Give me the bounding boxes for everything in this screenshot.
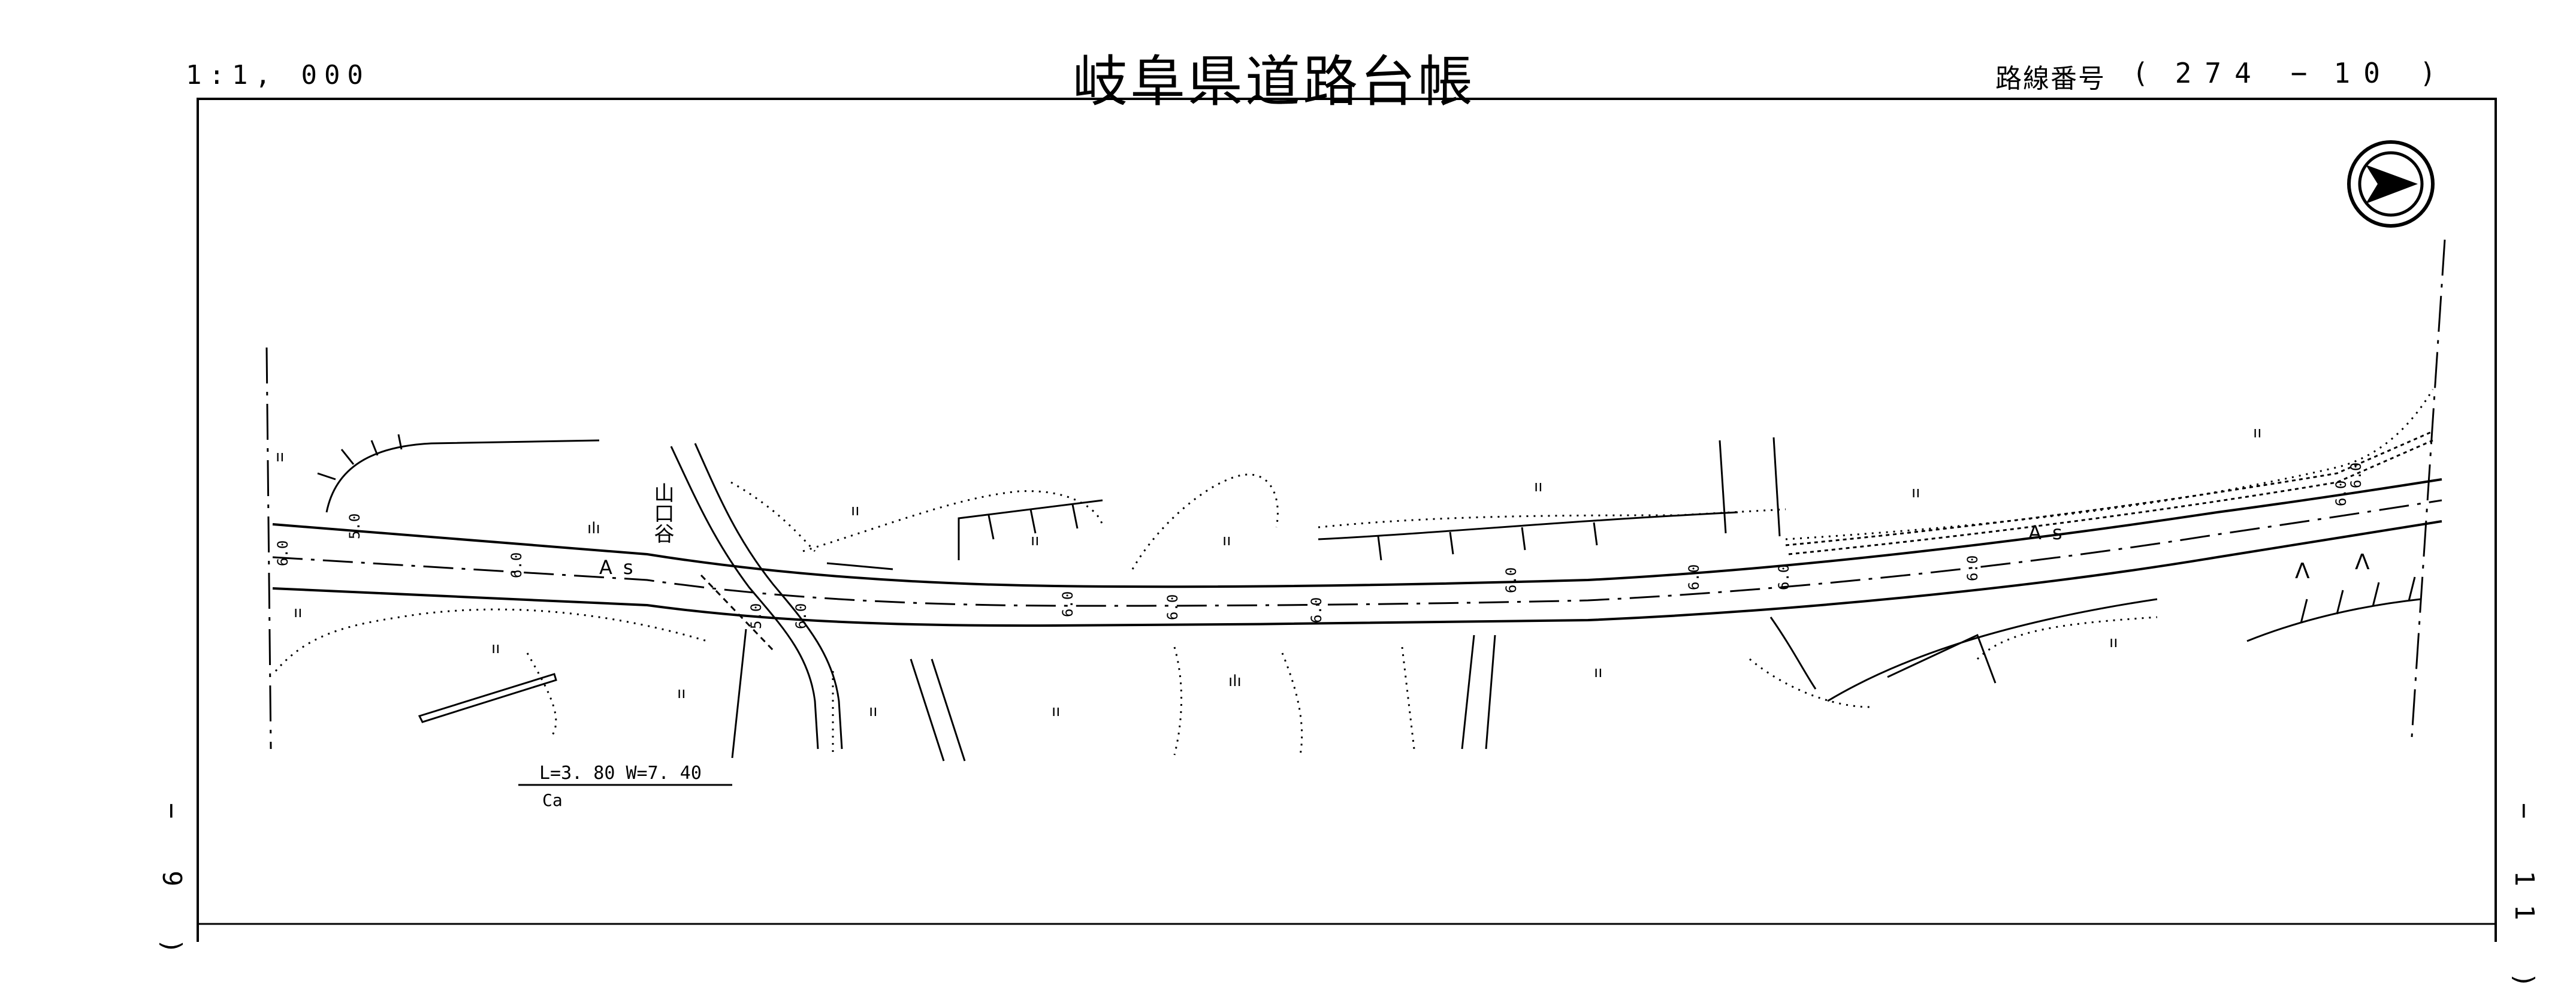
field-mark: ıı bbox=[1594, 663, 1602, 681]
road-center bbox=[272, 499, 2442, 607]
route-label: 路線番号 bbox=[1995, 64, 2106, 94]
north-arrow-icon bbox=[2347, 140, 2435, 228]
pavement-label: As bbox=[2028, 521, 2073, 544]
stream-label: 山口谷 bbox=[650, 482, 674, 543]
field-mark: ıı bbox=[491, 639, 500, 657]
width-mark: 6.0 bbox=[1059, 591, 1076, 617]
width-mark: 6.0 bbox=[1503, 567, 1520, 593]
route-sheet-value: 10 bbox=[2333, 57, 2393, 89]
width-mark: 6.0 bbox=[508, 552, 525, 578]
route-dash: − bbox=[2290, 57, 2308, 89]
orchard-mark: ılı bbox=[587, 519, 600, 537]
property-boundaries bbox=[274, 389, 2434, 756]
field-mark: ıı bbox=[1052, 702, 1060, 720]
bridge-leader bbox=[518, 629, 747, 786]
width-mark: 6.0 bbox=[1164, 594, 1181, 620]
side-roads bbox=[910, 617, 1997, 762]
bridge-dims: L=3. 80 W=7. 40 bbox=[539, 763, 702, 784]
scale-label: 1:1, 000 bbox=[186, 60, 370, 90]
field-mark: ıı bbox=[1222, 531, 1231, 549]
route-number-value: 274 bbox=[2175, 57, 2264, 89]
field-mark: ıı bbox=[2109, 633, 2118, 651]
pavement-label: As bbox=[599, 556, 644, 579]
map-labels: 山口谷 As As L=3. 80 W=7. 40 Ca bbox=[539, 482, 2073, 810]
width-mark: 6.0 bbox=[1686, 564, 1702, 590]
width-mark: 6.0 bbox=[2348, 463, 2364, 488]
wasteland-mark: Λ bbox=[2355, 550, 2370, 575]
width-mark: 6.0 bbox=[1308, 597, 1325, 623]
field-mark: ıı bbox=[1031, 531, 1039, 549]
route-close-paren: ) bbox=[2419, 57, 2436, 89]
width-mark: 5.0 bbox=[748, 603, 765, 629]
orchard-mark: ılı bbox=[1228, 672, 1242, 690]
bridge-type: Ca bbox=[542, 790, 563, 810]
field-mark: ıı bbox=[677, 684, 685, 702]
stream bbox=[670, 443, 843, 750]
page-title: 岐阜県道路台帳 bbox=[1073, 50, 1476, 114]
slope-ticks bbox=[317, 434, 2416, 624]
road-map: 山口谷 As As L=3. 80 W=7. 40 Ca 6.0 5.0 6.0 5.… bbox=[197, 98, 2497, 942]
width-mark: 6.0 bbox=[1964, 555, 1981, 581]
field-mark: ıı bbox=[1534, 478, 1542, 496]
map-frame bbox=[197, 98, 2497, 942]
slopes bbox=[325, 437, 2421, 702]
field-mark: ıı bbox=[1911, 484, 1920, 502]
width-mark: 5.0 bbox=[346, 513, 363, 539]
route-number: 路線番号 ( 274 − 10 ) bbox=[1995, 57, 2436, 95]
route-open-paren: ( bbox=[2132, 57, 2149, 89]
field-mark: ıı bbox=[276, 448, 284, 466]
wasteland-mark: Λ bbox=[2295, 559, 2310, 584]
width-mark: 6.0 bbox=[1775, 564, 1792, 590]
field-mark: ıı bbox=[2253, 424, 2261, 442]
field-mark: ıı bbox=[851, 502, 859, 519]
guard-rails bbox=[418, 430, 2433, 723]
width-mark: 6.0 bbox=[793, 603, 810, 629]
cut-lines bbox=[265, 239, 2446, 750]
field-mark: ıı bbox=[294, 603, 302, 621]
width-mark: 6.0 bbox=[274, 540, 291, 566]
road-edges bbox=[272, 478, 2442, 627]
field-mark: ıı bbox=[869, 702, 877, 720]
width-mark: 6.0 bbox=[2333, 481, 2349, 506]
